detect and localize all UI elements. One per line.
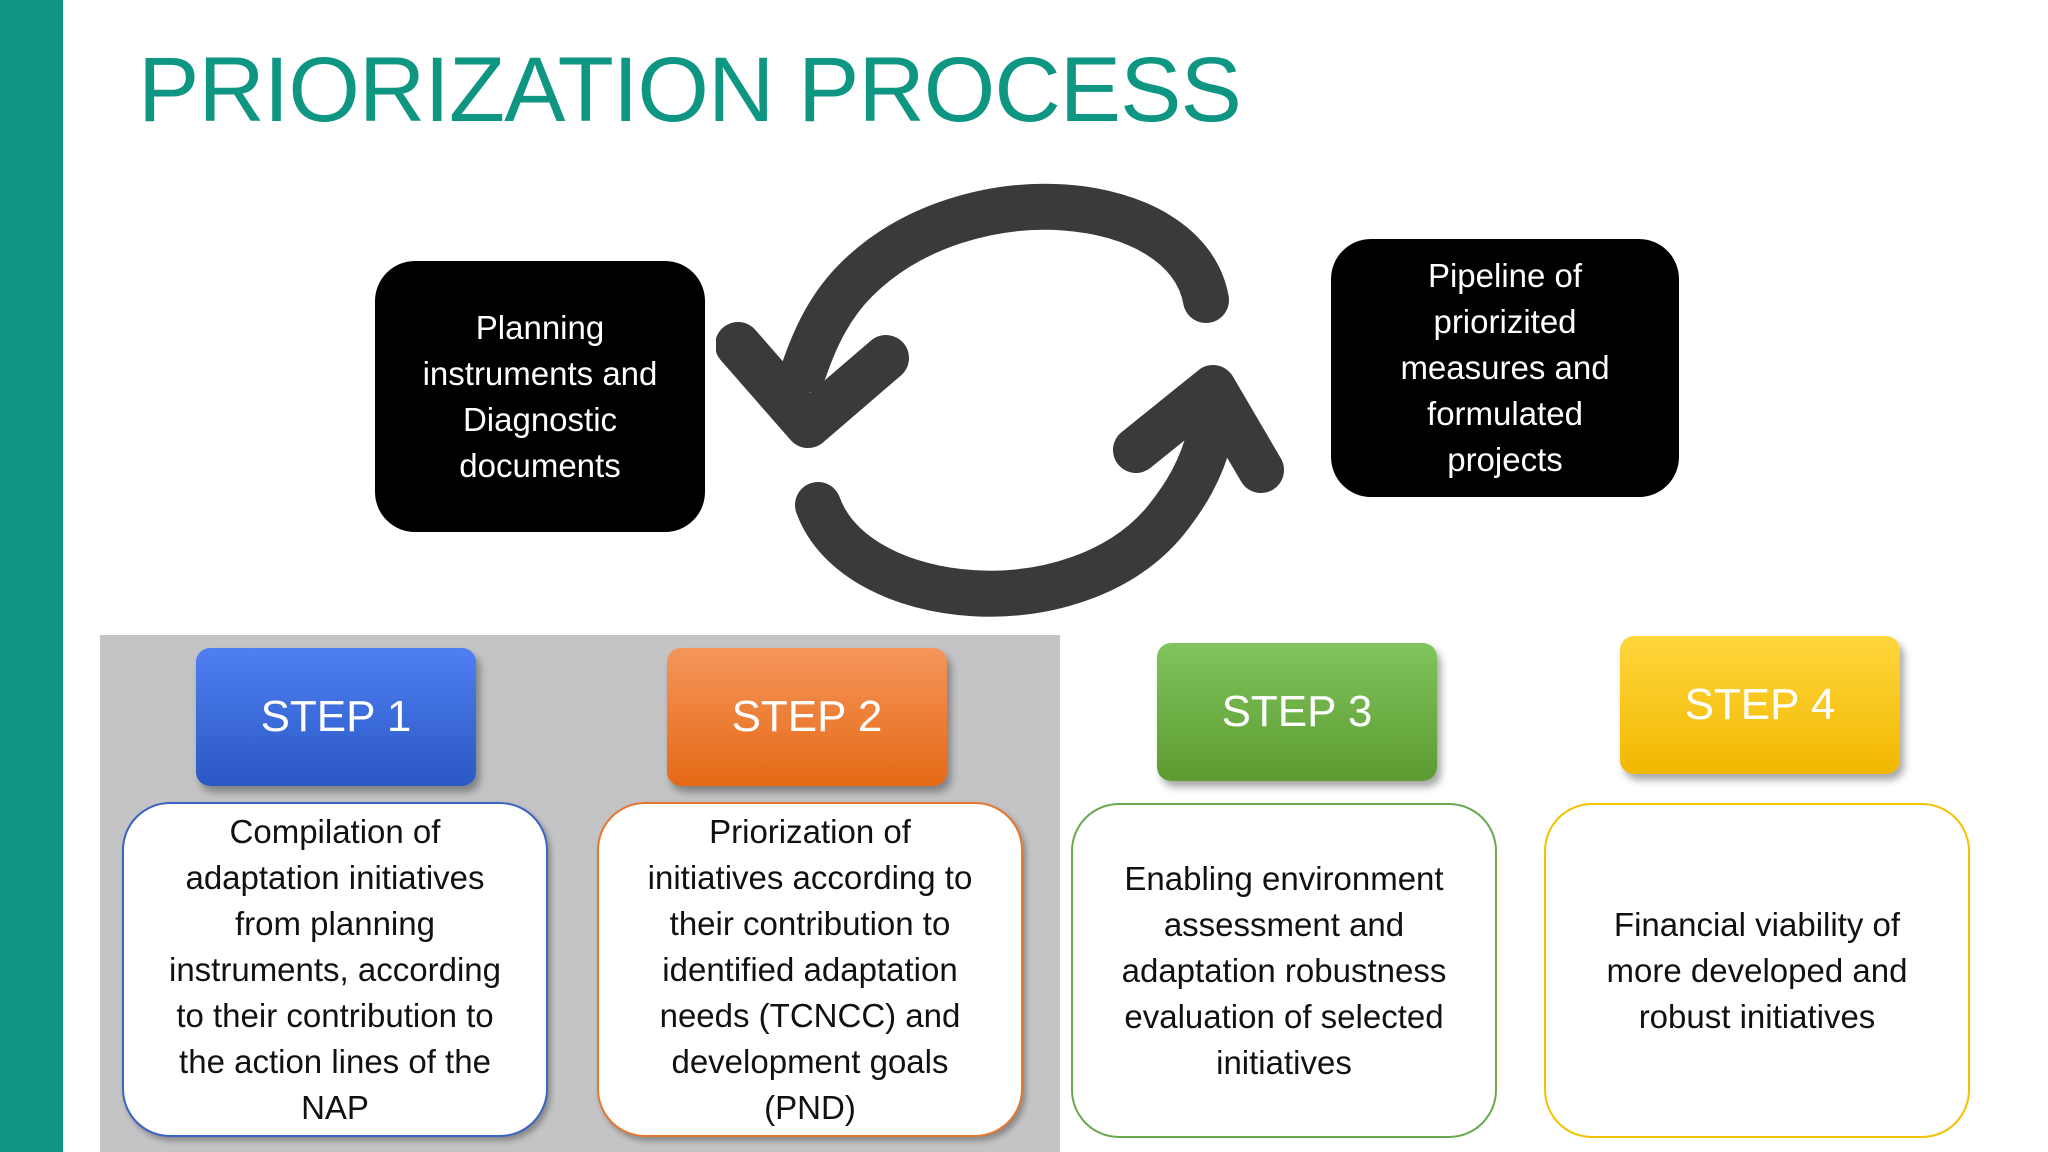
cycle-arrowhead-left [716,322,909,448]
step-1-description: Compilation of adaptation initiatives fr… [122,802,548,1137]
step-4-description: Financial viability of more developed an… [1544,803,1970,1138]
input-documents-box: Planning instruments and Diagnostic docu… [375,261,705,532]
cycle-arrowhead-right [1113,365,1284,493]
step-4-badge: STEP 4 [1620,636,1900,774]
side-accent-bar [0,0,63,1152]
cycle-arc-top [781,183,1229,393]
page-title: PRIORIZATION PROCESS [138,39,1242,141]
step-3-badge: STEP 3 [1157,643,1437,781]
step-3-description: Enabling environment assessment and adap… [1071,803,1497,1138]
output-pipeline-box: Pipeline of priorizited measures and for… [1331,239,1679,497]
step-2-description: Priorization of initiatives according to… [597,802,1023,1137]
refresh-cycle-icon [716,183,1284,617]
cycle-arc-bottom [795,412,1233,617]
step-2-badge: STEP 2 [667,648,947,786]
step-1-badge: STEP 1 [196,648,476,786]
